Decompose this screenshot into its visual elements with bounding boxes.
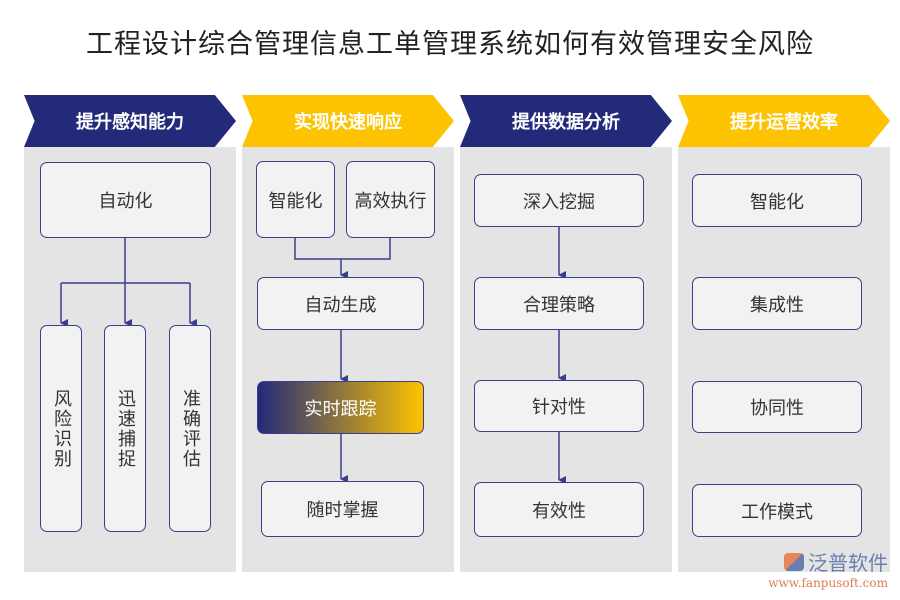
- box-work-mode: 工作模式: [692, 484, 862, 537]
- logo-icon: [784, 552, 804, 571]
- box-effectiveness: 有效性: [474, 482, 644, 537]
- box-strategy: 合理策略: [474, 277, 644, 330]
- box-realtime-tracking: 实时跟踪: [257, 381, 424, 434]
- box-automation: 自动化: [40, 162, 211, 238]
- box-collaboration: 协同性: [692, 381, 862, 433]
- page-title: 工程设计综合管理信息工单管理系统如何有效管理安全风险: [86, 29, 814, 60]
- box-deep-mining: 深入挖掘: [474, 174, 644, 227]
- box-anytime-control: 随时掌握: [261, 481, 424, 537]
- box-efficient-execution: 高效执行: [346, 161, 435, 238]
- box-intelligent-2: 智能化: [692, 174, 862, 227]
- logo: 泛普软件 www.fanpusoft.com: [768, 551, 888, 590]
- box-targeted: 针对性: [474, 380, 644, 432]
- header-4: 提升运营效率: [678, 95, 890, 147]
- box-quick-capture: 迅速捕捉: [104, 325, 146, 532]
- box-intelligent: 智能化: [256, 161, 335, 238]
- box-accurate-assessment: 准确评估: [169, 325, 211, 532]
- header-1: 提升感知能力: [24, 95, 236, 147]
- box-integration: 集成性: [692, 277, 862, 330]
- header-3: 提供数据分析: [460, 95, 672, 147]
- header-2: 实现快速响应: [242, 95, 454, 147]
- box-risk-identification: 风险识别: [40, 325, 82, 532]
- box-auto-generate: 自动生成: [257, 277, 424, 330]
